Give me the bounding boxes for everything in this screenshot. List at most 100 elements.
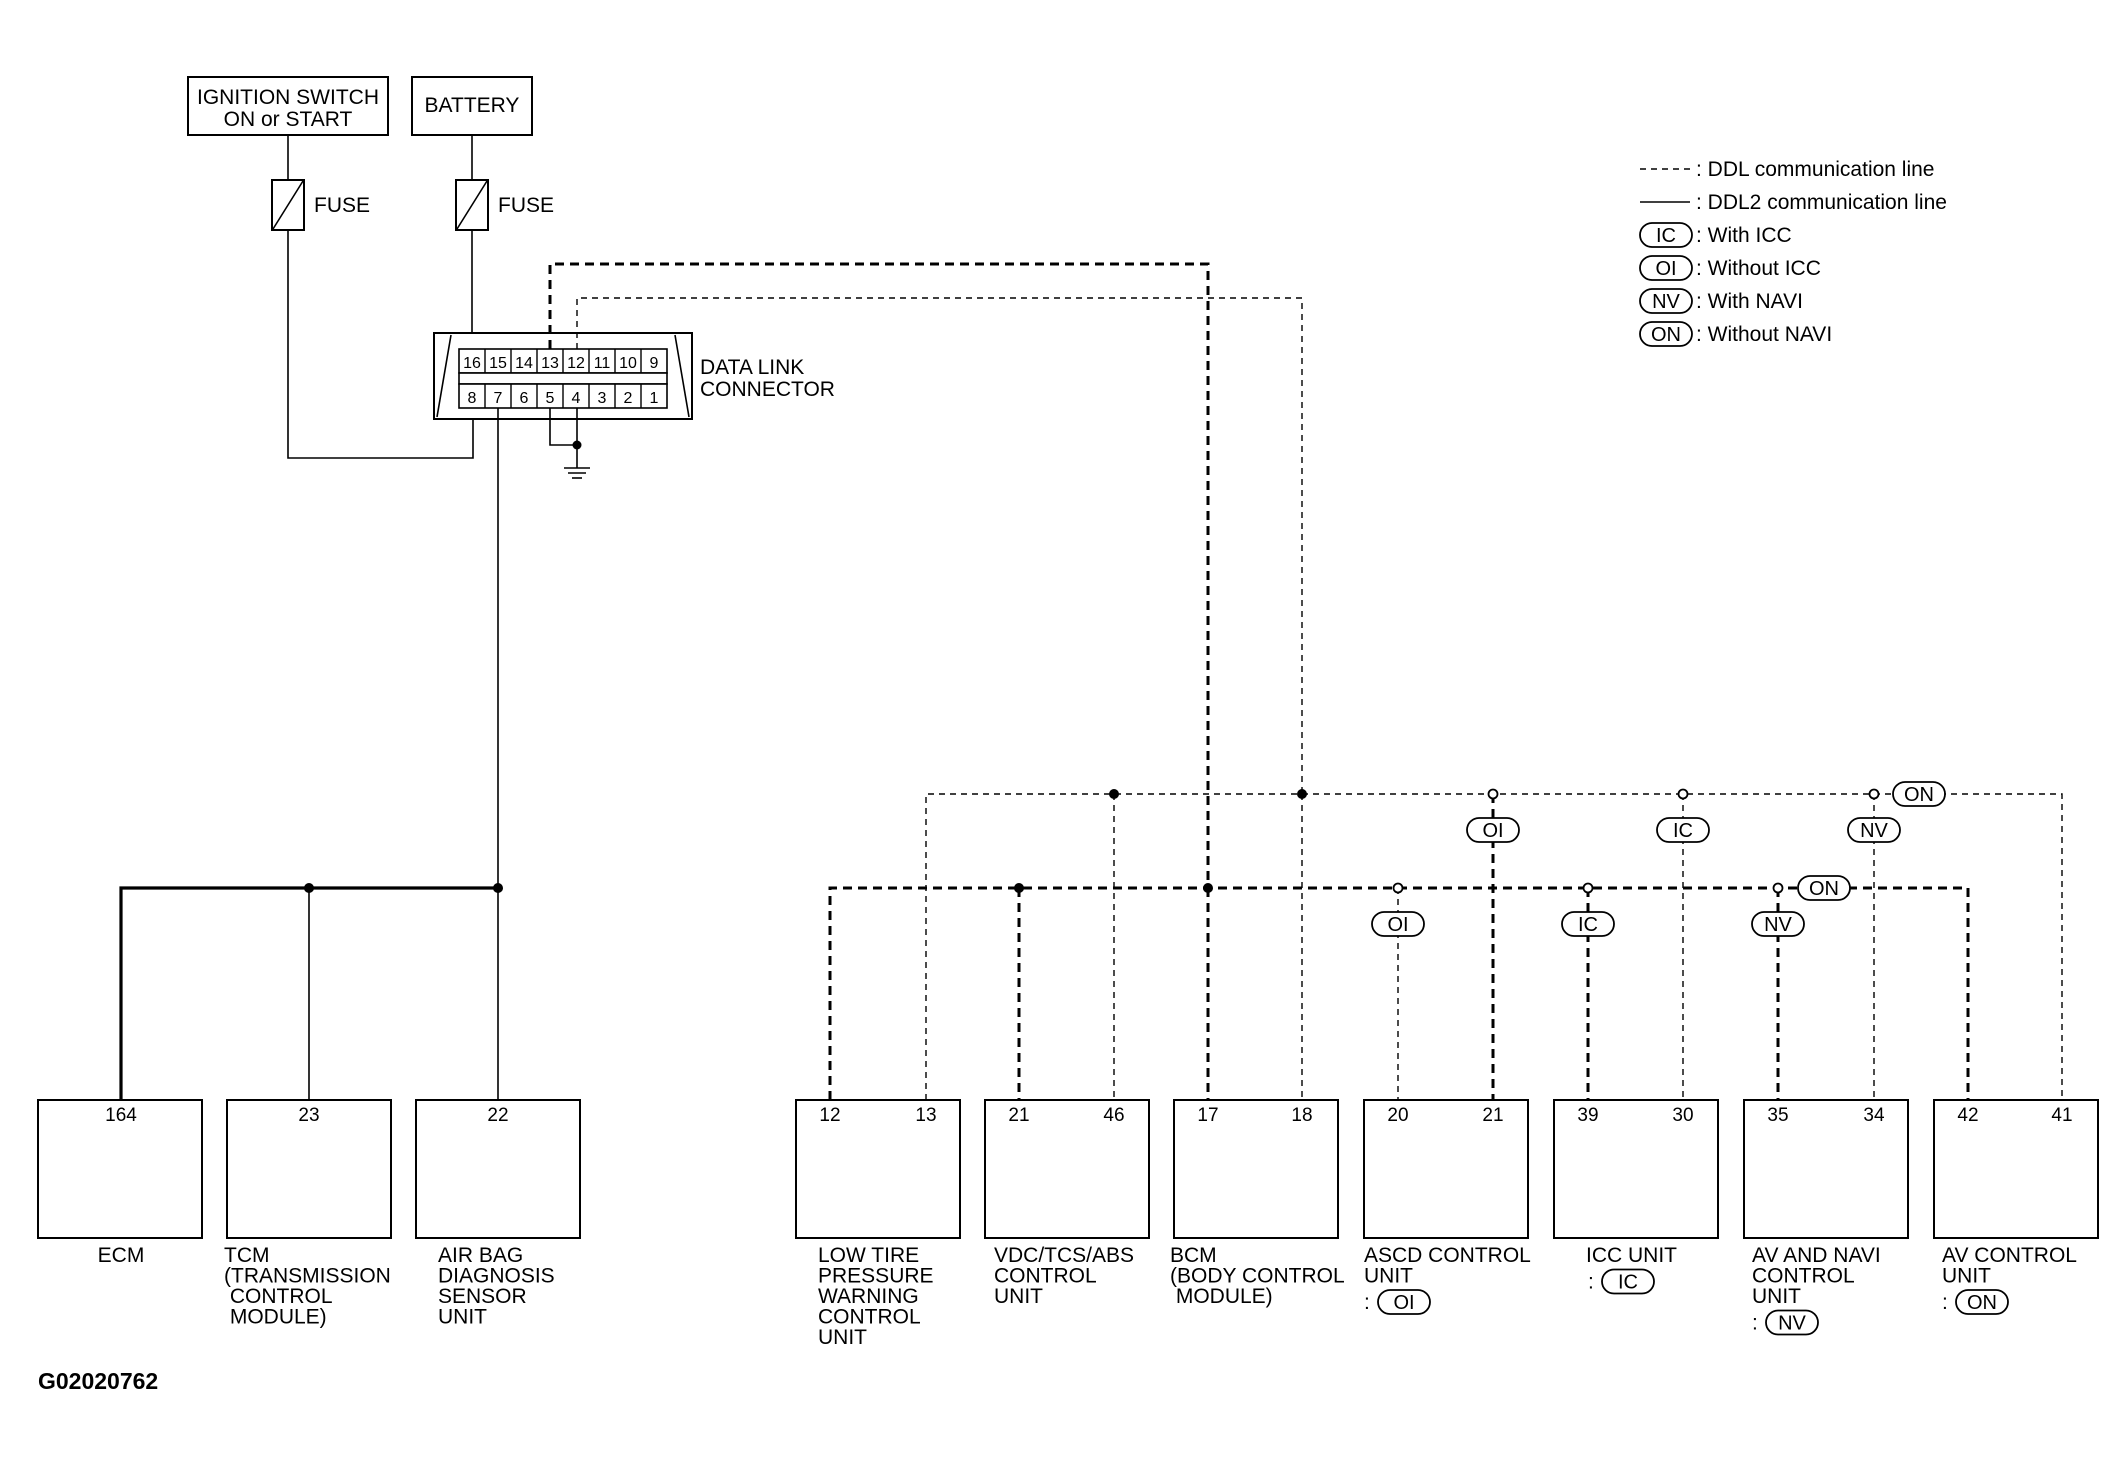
condition-badge-label: OI (1655, 258, 1676, 280)
ddl2-bus-wire (119, 886, 498, 1100)
dlc-pin-number: 11 (594, 355, 611, 372)
condition-colon: : (1588, 1271, 1594, 1294)
condition-badge-label: IC (1673, 820, 1693, 842)
dlc-pin-number: 4 (572, 390, 581, 407)
legend-item: NV : With NAVI (1639, 288, 1803, 314)
unit-name-line: AIR BAG (438, 1244, 523, 1267)
unit-pin-number: 46 (1103, 1105, 1124, 1126)
unit-name-line: SENSOR (438, 1285, 527, 1308)
condition-badge: OI (1371, 911, 1425, 937)
junction-dot (1297, 789, 1307, 799)
dlc-pin-number: 9 (650, 355, 659, 372)
junction-dot (1203, 883, 1213, 893)
legend-text: : DDL communication line (1696, 158, 1935, 181)
unit-pin-number: 39 (1577, 1105, 1598, 1126)
condition-badge: ON (1639, 321, 1693, 347)
unit-name-line: UNIT (994, 1285, 1043, 1308)
ddl-pin12-wire (576, 297, 1303, 794)
unit-pin-number: 18 (1291, 1105, 1312, 1126)
condition-badge: NV (1847, 817, 1901, 843)
open-junction (1582, 882, 1594, 894)
condition-badge-label: ON (1967, 1292, 1997, 1314)
legend-text: : With ICC (1696, 224, 1792, 247)
condition-badge-label: NV (1764, 914, 1792, 936)
unit-name-line: MODULE) (224, 1306, 327, 1329)
unit-name-line: BCM (1170, 1244, 1217, 1267)
condition-badge-label: IC (1578, 914, 1598, 936)
legend-item: ON : Without NAVI (1639, 321, 1832, 347)
unit-name-line: AV AND NAVI (1752, 1244, 1881, 1267)
legend-text: : Without NAVI (1696, 323, 1832, 346)
open-junction (1772, 882, 1784, 894)
ignition-switch-block: IGNITION SWITCH ON or START (187, 76, 389, 136)
condition-badge: IC (1656, 817, 1710, 843)
condition-badge-label: ON (1904, 784, 1934, 806)
unit-name-line: TCM (224, 1244, 270, 1267)
legend-item: OI: Without ICC (1639, 255, 1821, 281)
battery-block: BATTERY (411, 76, 533, 136)
legend-item: IC: With ICC (1639, 222, 1792, 248)
unit-name-line: AV CONTROL (1942, 1244, 2077, 1267)
unit-pin-number: 12 (819, 1105, 840, 1126)
unit-name-line: (TRANSMISSION (224, 1265, 391, 1288)
unit-name-line: UNIT (438, 1306, 487, 1329)
condition-badge-label: OI (1387, 914, 1408, 936)
unit-pin-number: 20 (1387, 1105, 1408, 1126)
unit-name-line: CONTROL (994, 1265, 1097, 1288)
legend-text: : With NAVI (1696, 290, 1803, 313)
legend-item: : DDL communication line (1640, 158, 1935, 181)
unit-pin-number: 34 (1863, 1105, 1885, 1126)
unit-name-line: WARNING (818, 1285, 919, 1308)
condition-colon: : (1752, 1312, 1758, 1335)
condition-colon: : (1364, 1291, 1370, 1314)
ignition-switch-label-line1: IGNITION SWITCH (197, 86, 379, 109)
condition-badge-label: ON (1651, 324, 1681, 346)
condition-badge-label: NV (1860, 820, 1888, 842)
unit-pin-number: 41 (2051, 1105, 2072, 1126)
condition-badge-label: IC (1618, 1272, 1638, 1294)
unit-name-line: ASCD CONTROL (1364, 1244, 1531, 1267)
ignition-fuse-label: FUSE (314, 194, 370, 217)
condition-badge: IC (1601, 1268, 1655, 1295)
condition-badge: OI (1377, 1289, 1431, 1315)
battery-label: BATTERY (425, 94, 520, 117)
dlc-pin-number: 3 (598, 390, 607, 407)
unit-name-line: CONTROL (224, 1285, 333, 1308)
unit-name-line: CONTROL (1752, 1265, 1855, 1288)
condition-badge-label: OI (1482, 820, 1503, 842)
condition-badge: NV (1639, 288, 1693, 314)
dlc-label-line1: DATA LINK (700, 356, 804, 379)
ddl-pin13-wire (548, 262, 1210, 888)
condition-badge: IC (1561, 911, 1615, 937)
dlc-pin-number: 10 (619, 355, 637, 372)
unit-pin-number: 35 (1767, 1105, 1788, 1126)
battery-fuse: FUSE (455, 135, 554, 231)
dlc-pin-number: 14 (515, 355, 533, 372)
unit-name-line: UNIT (1942, 1265, 1991, 1288)
ground-symbol (549, 408, 590, 479)
unit-pin-number: 21 (1482, 1105, 1503, 1126)
condition-badge-label: OI (1393, 1292, 1414, 1314)
unit-name-line: DIAGNOSIS (438, 1265, 555, 1288)
ignition-fuse: FUSE (271, 135, 370, 231)
condition-badge-label: NV (1778, 1313, 1806, 1335)
dlc-pin-number: 16 (463, 355, 481, 372)
open-junction (1677, 788, 1689, 800)
condition-badge: ON (1892, 781, 1946, 807)
condition-badge-label: NV (1652, 291, 1680, 313)
ignition-feed-wire (287, 230, 474, 459)
junction-dot (1109, 789, 1119, 799)
condition-badge: OI (1639, 255, 1693, 281)
unit-name-line: CONTROL (818, 1306, 921, 1329)
ignition-switch-label-line2: ON or START (224, 108, 353, 131)
open-junction (1392, 882, 1404, 894)
dlc-pin-number: 12 (567, 355, 585, 372)
